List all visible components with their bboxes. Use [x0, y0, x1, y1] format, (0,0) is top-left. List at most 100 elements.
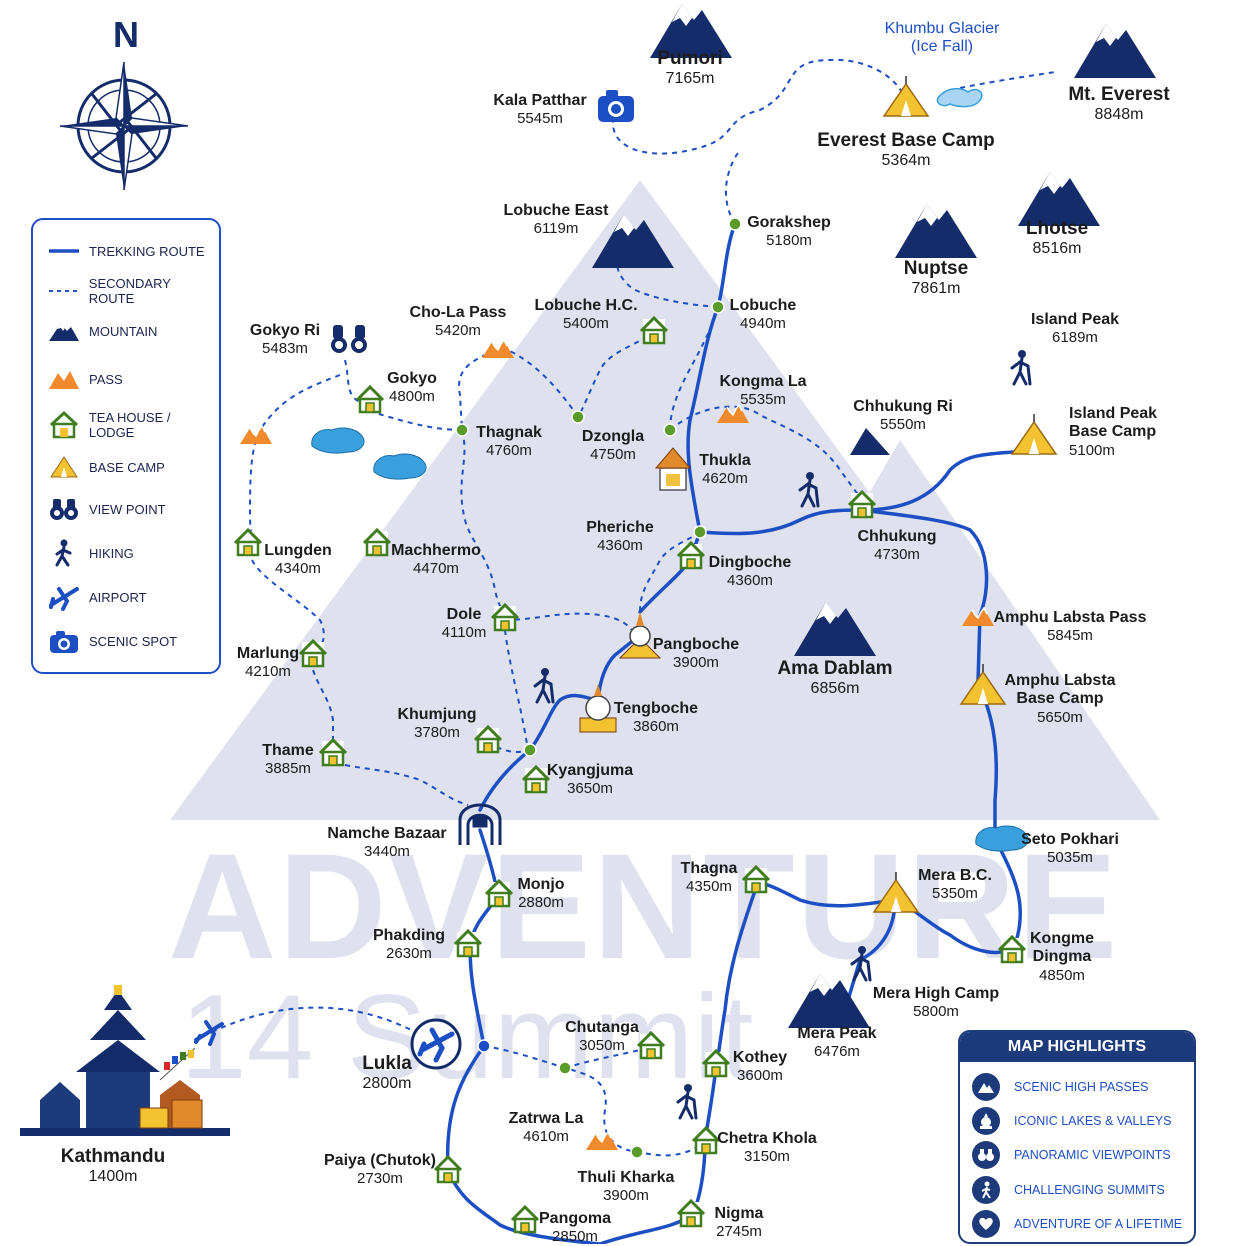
mera-bc-tent-icon — [873, 871, 919, 913]
route-gokyo — [371, 411, 463, 431]
route-lobuche-hc — [615, 249, 719, 308]
legend-item-pass: PASS — [47, 364, 123, 394]
legend-item-view-point: VIEW POINT — [47, 494, 166, 524]
dole-teahouse-icon — [490, 603, 520, 632]
highlight-item: PANORAMIC VIEWPOINTS — [972, 1140, 1171, 1170]
phakding-teahouse-icon — [453, 929, 483, 958]
mera-peak-mountain-icon — [788, 974, 870, 1028]
highlight-item: ADVENTURE OF A LIFETIME — [972, 1209, 1182, 1239]
cho-la-pass-icon — [481, 339, 515, 359]
route-thame-namche — [344, 764, 469, 806]
pass-icon — [49, 371, 79, 389]
legend-item-scenic-spot: SCENIC SPOT — [47, 626, 177, 656]
hiker-icon — [972, 1176, 1000, 1204]
map-legend: TREKKING ROUTE SECONDARY ROUTE MOUNTAIN … — [31, 218, 221, 674]
highlight-item: ICONIC LAKES & VALLEYS — [972, 1106, 1171, 1136]
chhukung-ri-mountain-icon — [850, 428, 890, 455]
route-kyangjuma-tengboche — [528, 693, 600, 752]
legend-item-secondary-route: SECONDARY ROUTE — [47, 276, 219, 306]
legend-item-airport: AIRPORT — [47, 582, 147, 612]
hiker-icon — [533, 666, 555, 704]
route-marlung-thame — [312, 669, 334, 745]
lungden-teahouse-icon — [233, 528, 263, 557]
chhukung-teahouse-icon — [847, 490, 877, 519]
everest-mountain-icon — [1074, 24, 1156, 78]
route-namche-kyangjuma — [478, 748, 532, 812]
hiker-icon — [55, 539, 72, 567]
amphu-bc-tent-icon — [960, 663, 1006, 705]
highlight-item: CHALLENGING SUMMITS — [972, 1175, 1165, 1205]
monjo-teahouse-icon — [484, 879, 514, 908]
route-dole-pang — [504, 612, 636, 636]
watermark-adventure: ADVENTURE — [168, 822, 1120, 990]
mountain-icon — [49, 323, 79, 341]
north-label: N — [113, 14, 139, 55]
airplane-icon — [49, 587, 79, 611]
label-lobuche-hc: Lobuche H.C.5400m — [534, 297, 638, 333]
legend-item-mountain: MOUNTAIN — [47, 316, 157, 346]
route-namche-lukla-side — [483, 1045, 706, 1157]
thukla-node — [663, 423, 677, 437]
kongme-teahouse-icon — [997, 935, 1027, 964]
route-gorakshep-kp — [724, 149, 741, 225]
gorakshep-node — [728, 217, 742, 231]
route-mera-thagna — [756, 880, 897, 908]
pangoma-teahouse-icon — [510, 1205, 540, 1234]
route-pheriche — [639, 531, 701, 613]
chutanga-node — [558, 1061, 572, 1075]
nuptse-mountain-icon — [895, 204, 977, 258]
route-thukla-lobuche — [669, 306, 719, 431]
route-gokyo-loop — [248, 374, 341, 546]
base-camp-icon — [50, 456, 78, 478]
legend-item-hiking: HIKING — [47, 538, 134, 568]
khumbu-glacier-icon — [936, 87, 983, 108]
camera-icon — [50, 631, 78, 653]
legend-item-base-camp: BASE CAMP — [47, 452, 165, 482]
binoculars-icon — [50, 499, 78, 520]
island-peak-bc-tent-icon — [1011, 413, 1057, 455]
lobuche-hc-teahouse-icon — [639, 316, 669, 345]
route-glacier-everest — [959, 71, 1056, 89]
lobuche-node — [711, 300, 725, 314]
route-thagna-kothey — [713, 880, 760, 1077]
namche-gate-icon — [458, 803, 502, 845]
binoculars-icon — [331, 325, 367, 353]
binoculars-icon — [972, 1141, 1000, 1169]
route-dingboche-chhukung — [698, 508, 864, 536]
kathmandu-temple-icon — [20, 985, 230, 1136]
gokyo-teahouse-icon — [355, 385, 385, 414]
chetra-teahouse-icon — [691, 1126, 721, 1155]
tea-house-icon — [49, 411, 79, 439]
